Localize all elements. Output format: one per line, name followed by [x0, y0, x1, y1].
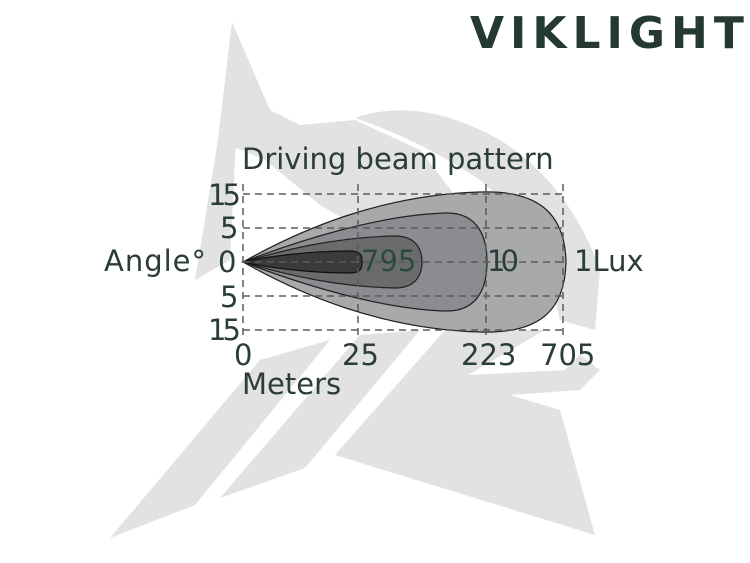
x-tick-25: 25	[342, 338, 379, 372]
zone-label-795: 795	[361, 244, 417, 278]
x-axis-label: Meters	[242, 367, 342, 401]
brand-logo: VIKLIGHT	[470, 8, 750, 59]
y-tick-5-bottom: 5	[220, 280, 239, 314]
y-axis-label: Angle°	[104, 244, 208, 278]
y-tick-15-bottom: 15	[208, 313, 241, 347]
x-tick-705: 705	[540, 338, 596, 372]
y-tick-15-top: 15	[208, 178, 241, 212]
zone-label-10: 10	[487, 244, 519, 278]
x-tick-0: 0	[234, 338, 253, 372]
x-tick-223: 223	[461, 338, 517, 372]
y-tick-0: 0	[218, 245, 237, 279]
y-tick-5-top: 5	[220, 211, 239, 245]
grid	[242, 184, 567, 340]
zone-label-1lux: 1Lux	[574, 244, 644, 278]
zone-core	[242, 250, 363, 274]
chart-title: Driving beam pattern	[242, 142, 554, 176]
